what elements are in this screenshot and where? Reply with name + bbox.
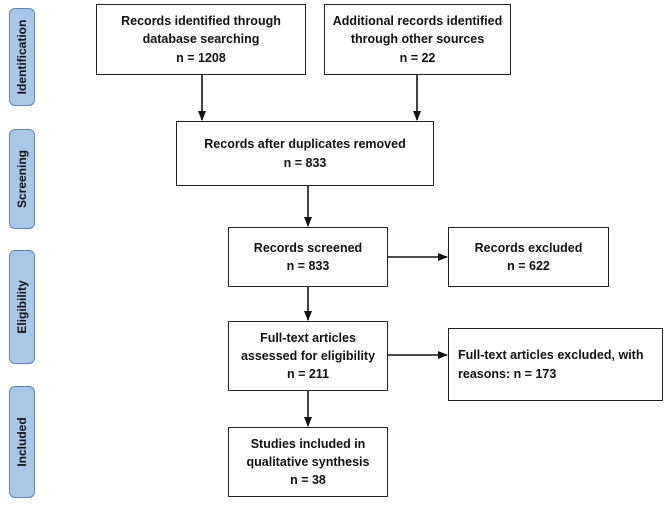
box-other-sources-line2: through other sources <box>350 32 485 47</box>
box-duplicates-removed: Records after duplicates removed n = 833 <box>176 121 434 186</box>
stage-screening: Screening <box>9 129 35 229</box>
box-fulltext-excluded-line2: reasons: n = 173 <box>458 366 557 381</box>
box-database-search-line1: Records identified through <box>121 14 281 29</box>
box-records-excluded: Records excluded n = 622 <box>448 227 609 287</box>
box-studies-included-line2: qualitative synthesis <box>246 454 370 469</box>
stage-included: Included <box>9 386 35 498</box>
box-other-sources-count: n = 22 <box>399 50 436 65</box>
box-fulltext-assessed: Full-text articles assessed for eligibil… <box>228 321 388 391</box>
box-records-excluded-line1: Records excluded <box>474 240 583 255</box>
box-duplicates-removed-line1: Records after duplicates removed <box>204 137 406 152</box>
box-records-screened-count: n = 833 <box>286 259 330 273</box>
box-database-search-line2: database searching <box>142 32 260 47</box>
box-fulltext-assessed-line1: Full-text articles <box>260 330 356 345</box>
box-database-search: Records identified through database sear… <box>96 4 306 75</box>
box-studies-included-count: n = 38 <box>290 473 326 488</box>
box-fulltext-assessed-count: n = 211 <box>286 367 330 382</box>
stage-eligibility: Eligibility <box>9 250 35 364</box>
box-records-excluded-count: n = 622 <box>507 259 550 273</box>
box-duplicates-removed-count: n = 833 <box>283 155 327 170</box>
box-studies-included-line1: Studies included in <box>250 436 366 451</box>
box-fulltext-excluded: Full-text articles excluded, with reason… <box>448 328 663 401</box>
box-studies-included: Studies included in qualitative synthesi… <box>228 427 388 497</box>
box-other-sources-line1: Additional records identified <box>332 14 503 29</box>
box-records-screened: Records screened n = 833 <box>228 227 388 287</box>
box-records-screened-line1: Records screened <box>253 240 363 255</box>
box-fulltext-assessed-line2: assessed for eligibility <box>240 348 376 363</box>
box-other-sources: Additional records identified through ot… <box>324 4 511 75</box>
stage-identification: Identification <box>9 8 35 106</box>
box-database-search-count: n = 1208 <box>176 50 226 65</box>
box-fulltext-excluded-line1: Full-text articles excluded, with <box>458 348 644 363</box>
